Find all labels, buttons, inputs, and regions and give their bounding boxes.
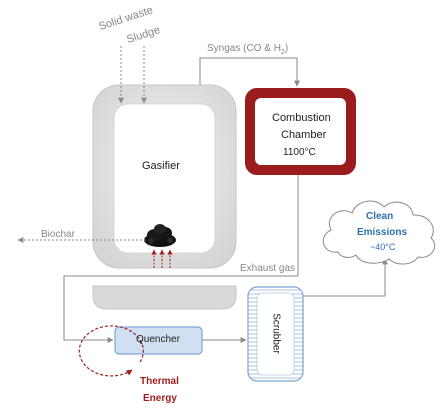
scrubber-label: Scrubber — [270, 313, 282, 354]
gasifier-title: Gasifier — [142, 160, 180, 172]
syngas-text: Syngas (CO & H — [207, 43, 281, 54]
combustion-line2: Chamber — [281, 129, 327, 141]
thermal-line1: Thermal — [140, 376, 179, 387]
scrubber-inner — [256, 292, 295, 376]
biochar-label: Biochar — [41, 229, 75, 240]
combustion-temp: 1100°C — [283, 147, 316, 158]
gasifier-inner — [113, 103, 216, 254]
thermal-line2: Energy — [143, 393, 177, 404]
scrubber-to-clean-line — [303, 258, 388, 297]
syngas-subscript: 2 — [280, 49, 285, 56]
clean-line2: Emissions — [357, 227, 408, 238]
thermal-energy-loop — [78, 325, 144, 377]
syngas-line — [199, 57, 300, 87]
clean-emissions-cloud — [322, 200, 436, 265]
quencher-label: Quencher — [136, 334, 180, 345]
combustion-line1: Combustion — [272, 112, 331, 124]
exhaust-line — [63, 175, 299, 343]
gasifier-base — [92, 285, 237, 310]
clean-line1: Clean — [366, 211, 394, 222]
biochar-pile — [144, 224, 176, 247]
syngas-label: Syngas (CO & H2) — [207, 43, 288, 56]
clean-temp: ~40°C — [370, 242, 396, 252]
exhaust-label: Exhaust gas — [240, 263, 296, 274]
syngas-close: ) — [284, 43, 289, 54]
combustion-chamber-inner — [255, 98, 346, 165]
